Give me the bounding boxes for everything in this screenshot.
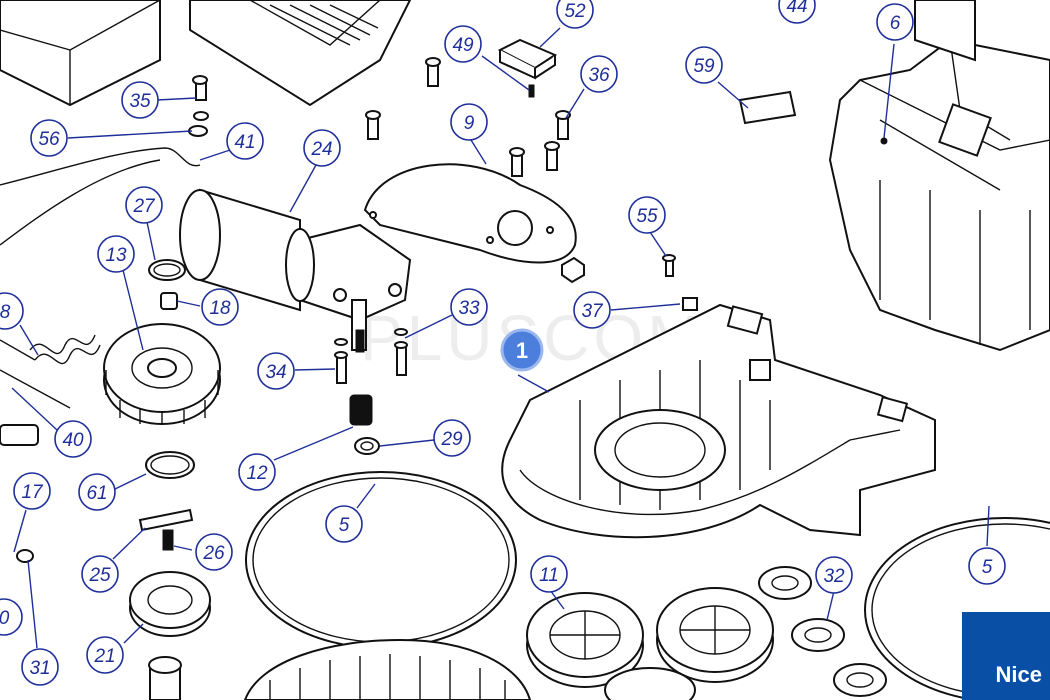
callout-40: 40 [54,420,92,458]
svg-text:29: 29 [440,429,463,450]
svg-text:34: 34 [265,362,286,383]
callout-56: 56 [30,119,68,157]
callout-36: 36 [580,55,618,93]
svg-text:40: 40 [62,430,84,451]
callout-41: 41 [226,122,264,160]
callout-25: 25 [81,555,119,593]
svg-text:11: 11 [539,565,559,586]
svg-text:27: 27 [132,196,156,217]
callout-12: 12 [238,453,276,491]
svg-text:36: 36 [588,65,610,86]
svg-text:6: 6 [890,13,901,34]
svg-text:59: 59 [693,56,715,77]
callout-35: 35 [121,81,159,119]
svg-text:5: 5 [982,557,993,578]
callout-11: 11 [530,555,568,593]
callout-61: 61 [78,473,116,511]
svg-text:56: 56 [38,129,60,150]
callout-6: 6 [876,3,914,41]
leader-lines [11,27,990,649]
svg-text:35: 35 [129,91,151,112]
svg-text:52: 52 [564,1,586,22]
svg-text:13: 13 [105,245,127,266]
callout-29: 29 [433,419,471,457]
svg-text:0: 0 [0,608,10,629]
callout-49: 49 [444,25,482,63]
svg-text:21: 21 [93,646,115,667]
callout-24: 24 [303,129,341,167]
callout-5-left: 5 [325,505,363,543]
svg-text:41: 41 [234,132,255,153]
callout-21: 21 [86,636,124,674]
callout-0-partial: 0 [0,598,23,636]
callout-32: 32 [815,556,853,594]
svg-text:31: 31 [29,658,50,679]
callout-27: 27 [125,186,163,224]
callouts: 52 44 6 49 36 59 35 9 56 41 24 27 55 13 … [0,0,1006,686]
svg-text:26: 26 [202,543,225,564]
callout-31: 31 [21,648,59,686]
svg-text:61: 61 [86,483,107,504]
svg-text:33: 33 [458,298,480,319]
callout-55: 55 [628,196,666,234]
callout-44: 44 [778,0,816,24]
svg-text:8: 8 [0,302,11,323]
callout-18: 18 [201,288,239,326]
callout-8-partial: 8 [0,292,24,330]
callout-9: 9 [450,103,488,141]
callout-13: 13 [97,235,135,273]
svg-text:17: 17 [21,482,44,503]
svg-text:18: 18 [209,298,231,319]
svg-text:55: 55 [636,206,658,227]
svg-text:32: 32 [823,566,845,587]
highlight-badge: 1 [500,328,544,372]
svg-text:9: 9 [464,113,475,134]
callout-59: 59 [685,46,723,84]
svg-text:49: 49 [452,35,474,56]
callout-33: 33 [450,288,488,326]
callout-17: 17 [13,472,51,510]
brand-logo: Nice [962,612,1050,700]
callout-26: 26 [195,533,233,571]
callout-52: 52 [556,0,594,29]
callout-34: 34 [257,352,295,390]
svg-text:5: 5 [339,515,350,536]
svg-text:25: 25 [88,565,111,586]
callout-37: 37 [573,291,611,329]
svg-text:24: 24 [310,139,332,160]
svg-text:44: 44 [786,0,807,17]
callout-5-right: 5 [968,547,1006,585]
svg-text:37: 37 [581,301,604,322]
svg-text:1: 1 [516,338,528,363]
svg-text:12: 12 [246,463,268,484]
